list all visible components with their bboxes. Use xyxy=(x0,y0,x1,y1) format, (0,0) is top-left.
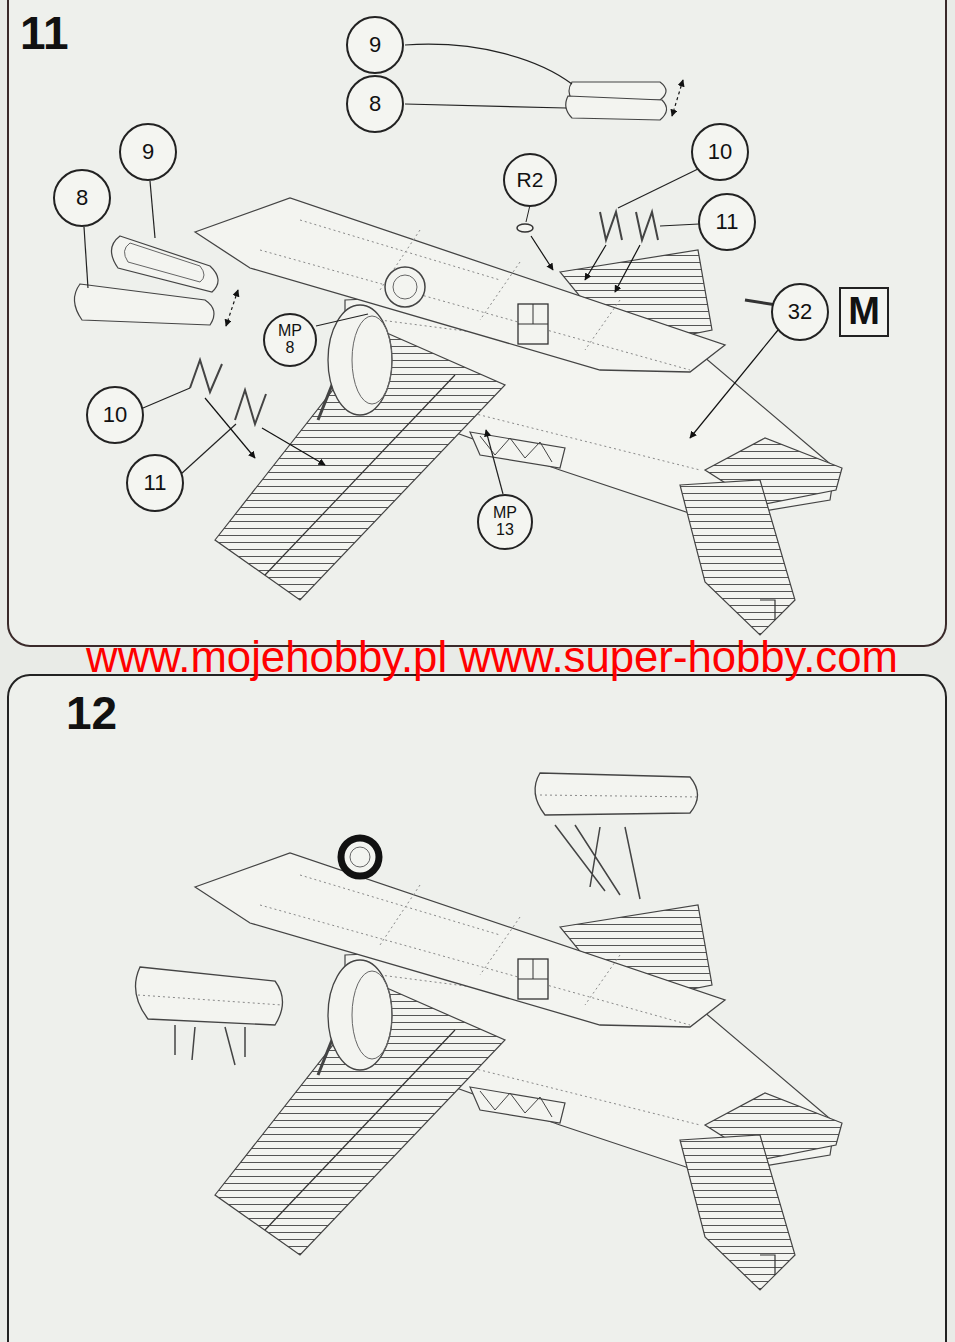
callout-number: 8 xyxy=(76,186,88,209)
callout-number: R2 xyxy=(517,169,544,191)
callout-number: 10 xyxy=(708,140,732,163)
step-number: 11 xyxy=(20,6,69,60)
callout-number: M xyxy=(848,292,880,332)
callout-number: 10 xyxy=(103,403,127,426)
callout-number: 32 xyxy=(788,300,812,323)
callout-circle: 10 xyxy=(691,123,749,181)
material-box: M xyxy=(839,287,889,337)
watermark: www.mojehobby.pl www.super-hobby.com xyxy=(86,632,898,682)
callout-circle: 10 xyxy=(86,386,144,444)
callout-circle: 8 xyxy=(346,75,404,133)
callout-circle: 8 xyxy=(53,169,111,227)
callout-circle: 9 xyxy=(119,123,177,181)
callout-circle: 9 xyxy=(346,16,404,74)
callout-circle: 11 xyxy=(698,193,756,251)
step-number: 12 xyxy=(66,686,117,740)
callout-number: 8 xyxy=(369,92,381,115)
callout-number: 9 xyxy=(142,140,154,163)
callout-circle: 11 xyxy=(126,454,184,512)
callout-number: 11 xyxy=(716,210,739,233)
callout-circle: R2 xyxy=(503,153,557,207)
callout-number: 9 xyxy=(369,33,381,56)
callout-number: MP 13 xyxy=(488,505,522,539)
callout-circle: 32 xyxy=(771,283,829,341)
callout-circle: MP 8 xyxy=(263,313,317,367)
callout-circle: MP 13 xyxy=(477,494,533,550)
callout-number: 11 xyxy=(144,471,167,494)
callout-number: MP 8 xyxy=(273,323,307,357)
